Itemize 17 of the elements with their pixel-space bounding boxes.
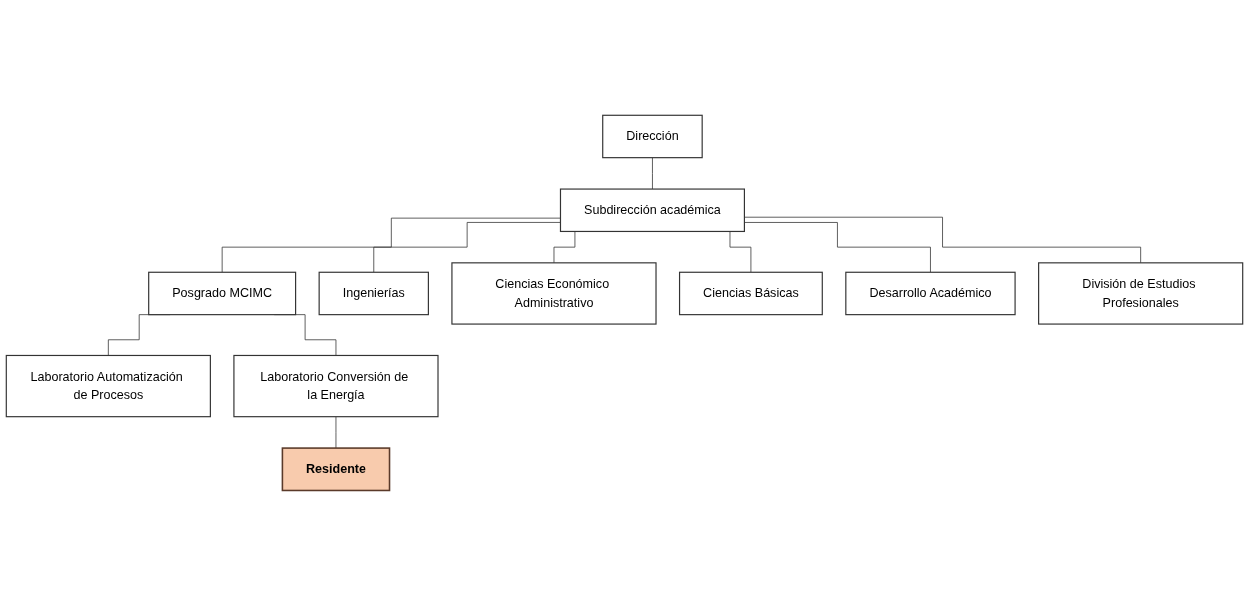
connector xyxy=(744,222,931,273)
node-box: Dirección xyxy=(602,114,703,159)
node-box: Ciencias Básicas xyxy=(678,271,823,316)
node-box: Desarrollo Académico xyxy=(845,271,1016,316)
node-box: Laboratorio Conversión de la Energía xyxy=(233,355,439,418)
node-box: Ciencias Económico Administrativo xyxy=(451,262,657,325)
node-box: Subdirección académica xyxy=(559,188,745,233)
connector xyxy=(373,222,561,273)
connector xyxy=(335,416,337,449)
connector xyxy=(744,216,1142,264)
node-box: Posgrado MCIMC xyxy=(148,271,297,316)
node-box: Residente xyxy=(281,447,391,492)
node-box: División de Estudios Profesionales xyxy=(1038,262,1244,325)
node-box: Laboratorio Automatización de Procesos xyxy=(5,355,211,418)
connector xyxy=(221,217,561,273)
connector xyxy=(652,157,653,190)
node-box: Ingenierías xyxy=(318,271,429,316)
